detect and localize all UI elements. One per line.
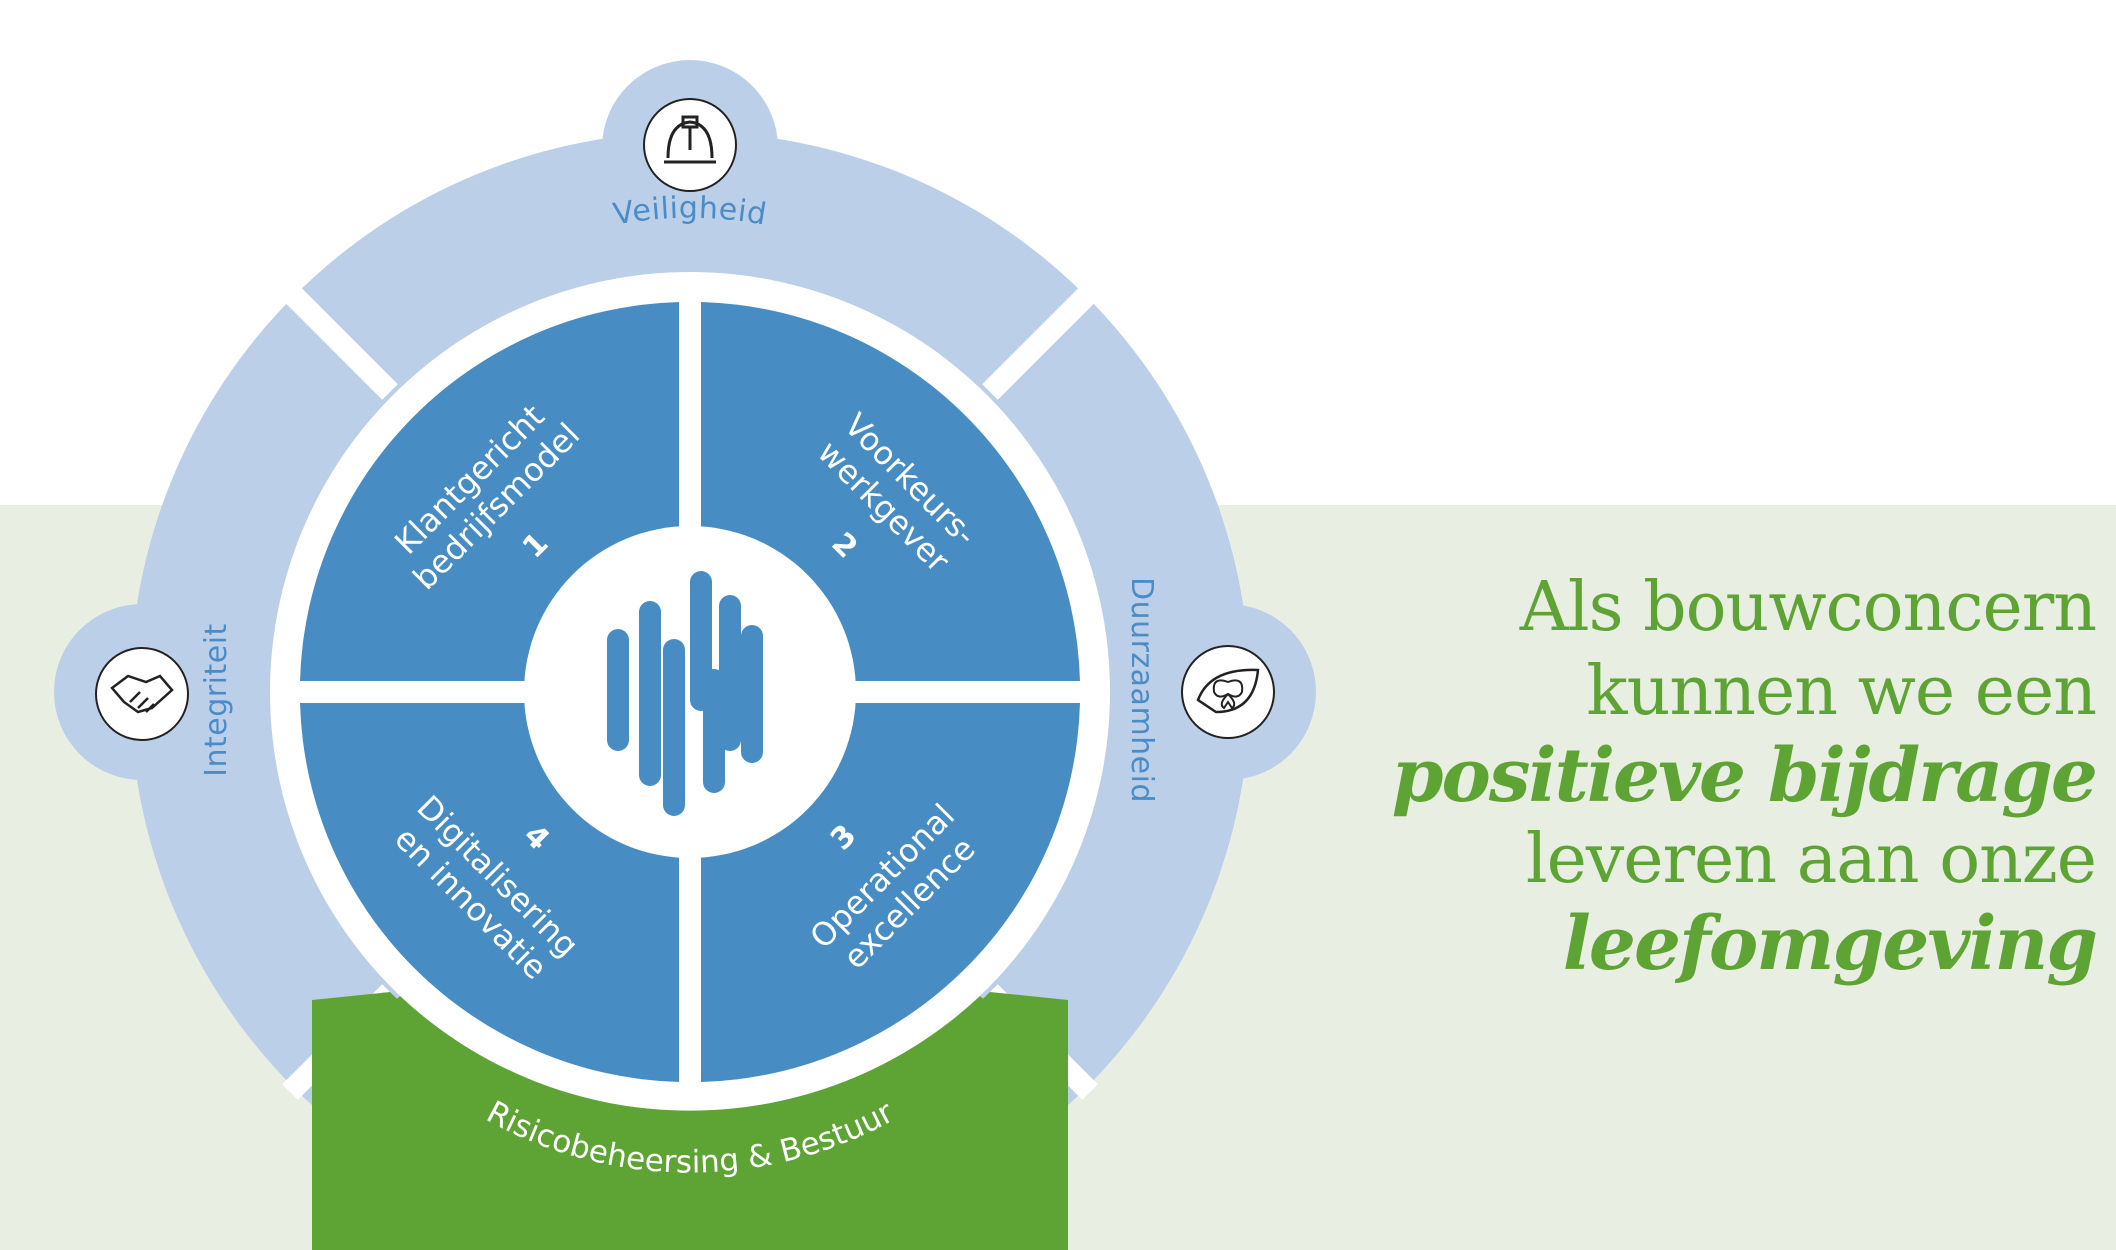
slogan-line-3: positieve bijdrage <box>1391 733 2098 819</box>
company-logo <box>607 571 763 816</box>
slogan: Als bouwconcern kunnen we een positieve … <box>1296 566 2098 987</box>
slogan-line-5: leefomgeving <box>1562 901 2098 987</box>
ring-label-right: Duurzaamheid <box>1124 577 1159 803</box>
ring-label-left: Integriteit <box>199 623 234 777</box>
slogan-line-4: leveren aan onze <box>1525 820 2097 899</box>
slogan-line-1: Als bouwconcern <box>1519 568 2097 647</box>
butterfly-leaf-icon <box>1181 645 1275 739</box>
risk-governance-segment <box>312 992 1068 1250</box>
handshake-icon <box>95 647 189 741</box>
slogan-line-2: kunnen we een <box>1586 652 2097 731</box>
ring-label-top: Veiligheid <box>611 191 770 233</box>
strategy-wheel-diagram: Veiligheid Integriteit Duurzaamheid Risi… <box>54 60 1316 1250</box>
helmet-icon <box>643 98 737 192</box>
